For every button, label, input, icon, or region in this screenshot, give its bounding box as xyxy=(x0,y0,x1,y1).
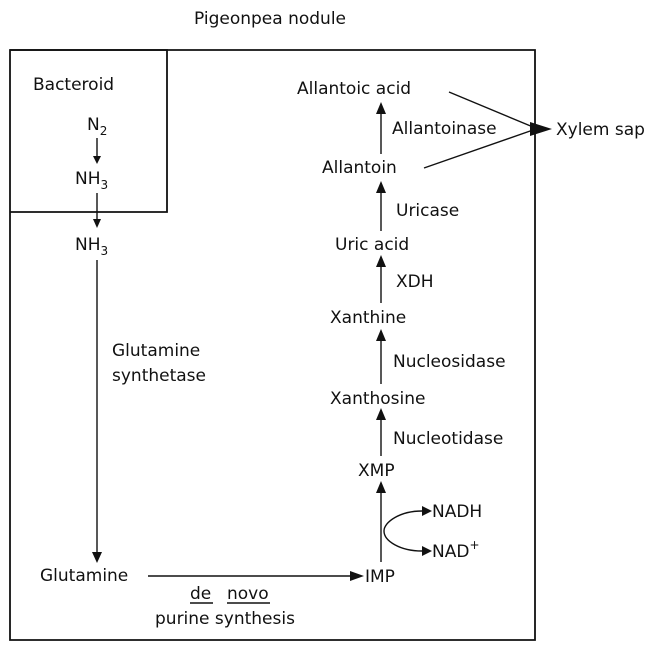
xanthine-label: Xanthine xyxy=(330,308,406,328)
nucleosidase-label: Nucleosidase xyxy=(393,352,506,372)
gs-enzyme-line1: Glutamine xyxy=(112,341,200,361)
allantoin-to-allantoic-acid-arrowhead xyxy=(376,102,386,114)
xmp-to-xanthosine-arrowhead xyxy=(376,408,386,420)
nad-cofactor-curve xyxy=(383,510,423,552)
xdh-label: XDH xyxy=(396,272,434,292)
bacteroid-nh3-label: NH3 xyxy=(75,169,108,192)
xmp-label: XMP xyxy=(358,461,395,481)
gs-enzyme-line2: synthetase xyxy=(112,366,206,386)
xanthosine-to-xanthine-arrowhead xyxy=(376,329,386,341)
synthesis-novo: novo xyxy=(227,584,269,604)
nad-label: NAD+ xyxy=(432,538,480,562)
xylem-export-arrowhead xyxy=(530,122,552,136)
nadh-arrowhead xyxy=(422,506,432,516)
allantoin-label: Allantoin xyxy=(322,158,397,178)
purine-synthesis-arrowhead xyxy=(350,571,364,581)
bacteroid-box xyxy=(10,49,168,213)
imp-label: IMP xyxy=(365,567,395,587)
allantoinase-label: Allantoinase xyxy=(392,119,497,139)
diagram-title: Pigeonpea nodule xyxy=(194,9,346,29)
gs-arrowhead xyxy=(92,552,102,563)
xanthosine-label: Xanthosine xyxy=(330,389,426,409)
imp-to-xmp-arrowhead xyxy=(376,481,386,493)
n2-label: N2 xyxy=(87,115,107,138)
nucleotidase-label: Nucleotidase xyxy=(393,429,503,449)
uric-acid-label: Uric acid xyxy=(335,235,409,255)
uric-acid-to-allantoin-arrowhead xyxy=(376,181,386,193)
bacteroid-label: Bacteroid xyxy=(33,75,114,95)
glutamine-label: Glutamine xyxy=(40,566,128,586)
uricase-label: Uricase xyxy=(396,201,459,221)
nodule-boundary xyxy=(9,49,536,641)
nad-arrowhead xyxy=(422,546,432,556)
synthesis-de: de xyxy=(190,584,211,604)
nadh-label: NADH xyxy=(432,502,482,522)
allantoic-acid-export-line xyxy=(448,91,534,128)
nh3-transport-arrowhead xyxy=(93,219,101,228)
allantoin-export-line xyxy=(423,129,534,169)
allantoic-acid-label: Allantoic acid xyxy=(297,79,411,99)
cytosol-nh3-label: NH3 xyxy=(75,235,108,258)
xylem-sap-label: Xylem sap xyxy=(556,120,645,140)
xanthine-to-uric-acid-arrowhead xyxy=(376,255,386,267)
n2-to-nh3-arrowhead xyxy=(93,156,101,164)
synthesis-line2: purine synthesis xyxy=(155,609,295,629)
